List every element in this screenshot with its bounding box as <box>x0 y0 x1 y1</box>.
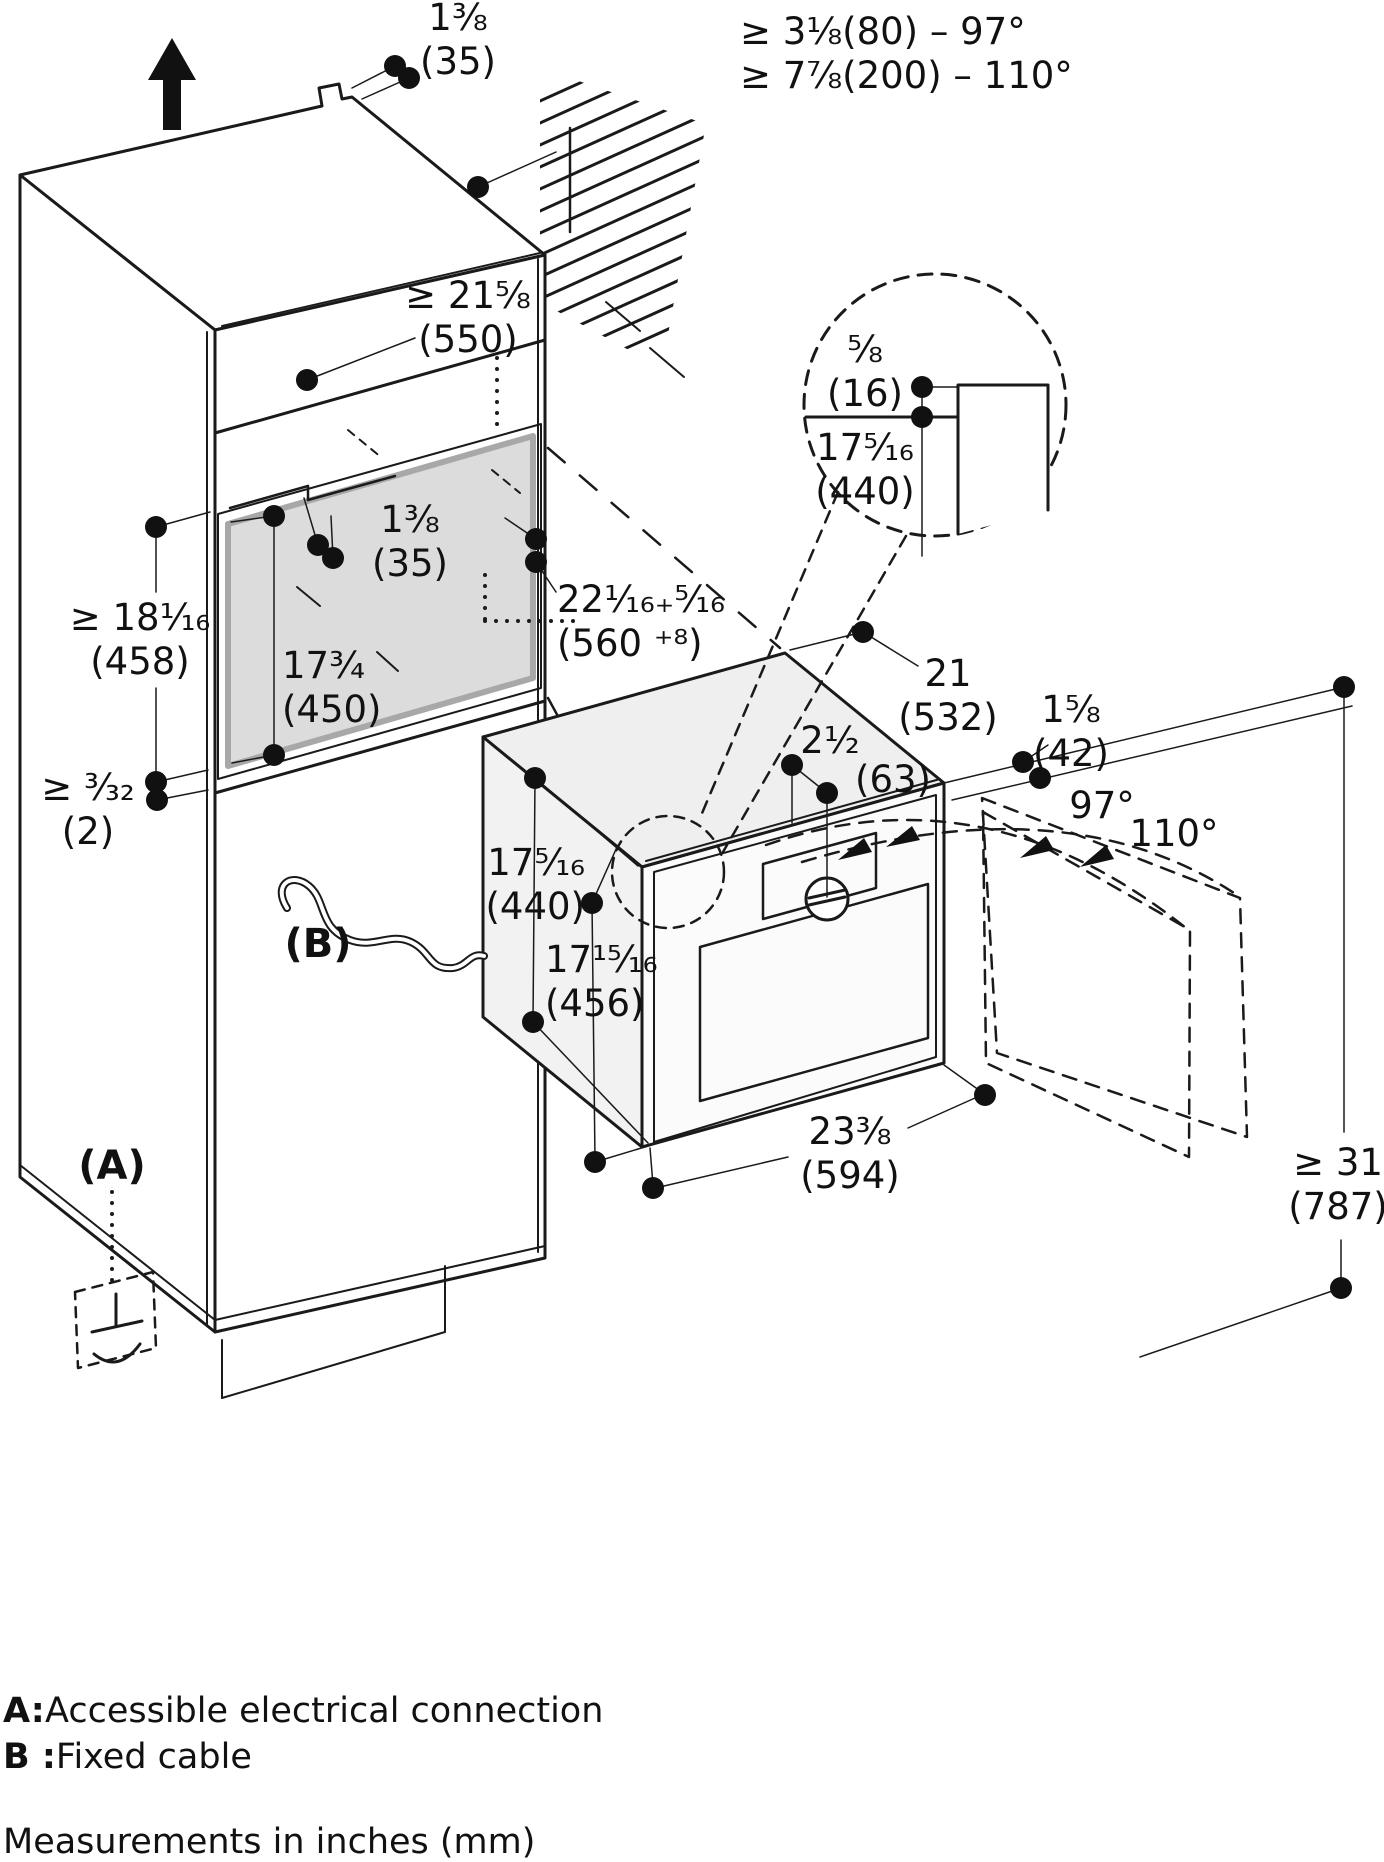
dim-niche-height: ≥ 18¹⁄₁₆(458) <box>69 596 211 683</box>
dim-clearance-below-lines <box>1139 686 1345 1358</box>
legend-key-a: A: <box>3 1691 45 1731</box>
dim-top-offset: 1³⁄₈(35) <box>420 0 496 83</box>
dim-oven-depth: 21(532) <box>898 652 998 739</box>
detail-source-circle <box>610 814 726 930</box>
oven-front-details <box>645 778 941 1143</box>
dim-clearance-below: ≥ 31(787) <box>1288 1141 1384 1228</box>
dim-detail-overlap: ⁵⁄₈(16) <box>827 328 903 415</box>
dim-oven-front-height-lines <box>532 777 649 1144</box>
dim-angle-97: 97° <box>1069 784 1135 827</box>
dim-niche-recess: 1³⁄₈(35) <box>372 498 448 585</box>
dim-wall-clearance: ≥ 3¹⁄₈(80) – 97°≥ 7⁷⁄₈(200) – 110° <box>740 10 1073 97</box>
units-note: Measurements in inches (mm) <box>3 1822 536 1862</box>
door-swing-arrowheads <box>838 826 1114 867</box>
niche <box>213 338 547 795</box>
up-arrow-icon <box>148 38 196 130</box>
dim-cabinet-depth: ≥ 21⁵⁄₈(550) <box>405 274 531 361</box>
cable-icon <box>277 876 488 973</box>
dim-door-protrusion: 1⁵⁄₈(42) <box>1033 688 1109 775</box>
dim-knob-offset-mm: (63) <box>855 758 931 801</box>
dim-detail-height: 17⁵⁄₁₆(440) <box>815 426 915 513</box>
wall-hatch <box>540 68 706 368</box>
dim-door-protrusion-lines <box>943 686 1353 801</box>
callout-b: (B) <box>284 921 352 967</box>
dim-niche-width: 22¹⁄₁₆₊⁵⁄₁₆(560 ⁺⁸) <box>557 578 725 665</box>
callout-a: (A) <box>78 1143 146 1189</box>
detail-circle <box>802 272 1068 557</box>
legend-key-b: B : <box>3 1737 56 1777</box>
display-window <box>761 831 878 921</box>
dim-niche-inner-height: 17³⁄₄(450) <box>282 644 382 731</box>
wall-continuation-ticks <box>605 301 685 378</box>
dim-angle-110: 110° <box>1129 812 1219 855</box>
dim-oven-front-height: 17¹⁵⁄₁₆(456) <box>545 938 658 1025</box>
detail-cone-lines <box>698 490 908 854</box>
dim-oven-width: 23³⁄₈(594) <box>800 1110 900 1197</box>
dimension-dots <box>145 55 1355 1299</box>
legend-text-b: Fixed cable <box>55 1737 252 1777</box>
dim-cabinet-depth-lines <box>306 337 499 430</box>
legend-row-b: B :Fixed cable <box>3 1736 252 1778</box>
door-swing <box>764 796 1249 1159</box>
dim-oven-rear-height: 17⁵⁄₁₆(440) <box>485 841 586 928</box>
oven-outline <box>481 651 946 1149</box>
door-window <box>698 882 930 1103</box>
dim-knob-offset-inches: 2¹⁄₂ <box>800 719 860 762</box>
electrical-outlet-icon <box>73 1190 158 1370</box>
niche-back-wall <box>225 433 536 769</box>
legend-text-a: Accessible electrical connection <box>45 1691 604 1731</box>
legend-row-a: A:Accessible electrical connection <box>3 1690 603 1732</box>
dim-bottom-gap: ≥ ³⁄₃₂(2) <box>41 766 135 853</box>
